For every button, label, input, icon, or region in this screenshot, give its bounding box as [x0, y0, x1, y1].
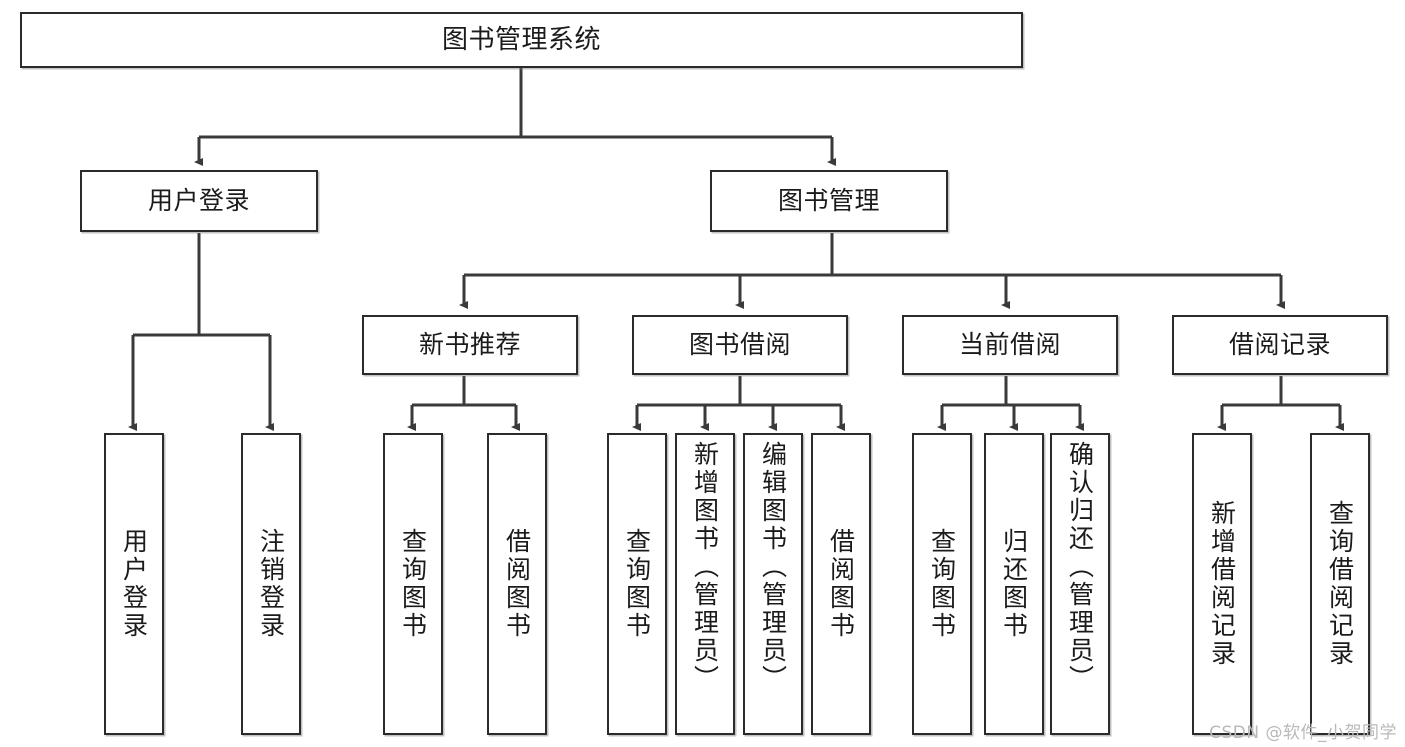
- leaf-add-record[interactable]: 新增借阅记录: [1192, 433, 1252, 735]
- node-new-book-recommend[interactable]: 新书推荐: [362, 315, 578, 375]
- node-label: 图书管理系统: [441, 24, 601, 55]
- node-label: 当前借阅: [958, 330, 1061, 360]
- watermark-text: CSDN @软件_小贺同学: [1209, 723, 1397, 743]
- node-book-borrow[interactable]: 图书借阅: [632, 315, 848, 375]
- node-label: 借阅图书: [502, 528, 532, 640]
- leaf-add-book[interactable]: 新增图书（管理员）: [675, 433, 735, 735]
- node-label: 用户登录: [147, 186, 250, 216]
- node-book-management[interactable]: 图书管理: [710, 170, 948, 232]
- node-label: 归还图书: [999, 528, 1029, 640]
- node-label: 图书借阅: [688, 330, 791, 360]
- node-borrow-record[interactable]: 借阅记录: [1172, 315, 1388, 375]
- node-label: 注销登录: [256, 528, 286, 640]
- leaf-query-record[interactable]: 查询借阅记录: [1310, 433, 1370, 735]
- node-label: 借阅记录: [1228, 330, 1331, 360]
- leaf-edit-book[interactable]: 编辑图书（管理员）: [743, 433, 803, 735]
- node-label: 用户登录: [119, 528, 149, 640]
- node-current-borrow[interactable]: 当前借阅: [902, 315, 1118, 375]
- node-label: 新增借阅记录: [1207, 500, 1237, 668]
- node-label: 确认归还（管理员）: [1065, 441, 1095, 693]
- leaf-confirm-return[interactable]: 确认归还（管理员）: [1050, 433, 1110, 735]
- leaf-query-book-3[interactable]: 查询图书: [912, 433, 972, 735]
- node-user-login[interactable]: 用户登录: [80, 170, 318, 232]
- leaf-logout[interactable]: 注销登录: [241, 433, 301, 735]
- node-label: 查询图书: [927, 528, 957, 640]
- node-label: 查询借阅记录: [1325, 500, 1355, 668]
- node-label: 查询图书: [398, 528, 428, 640]
- node-label: 新书推荐: [418, 330, 521, 360]
- node-label: 查询图书: [622, 528, 652, 640]
- node-label: 图书管理: [777, 186, 880, 216]
- node-label: 新增图书（管理员）: [690, 441, 720, 693]
- leaf-borrow-book-1[interactable]: 借阅图书: [487, 433, 547, 735]
- node-root-system[interactable]: 图书管理系统: [20, 12, 1023, 68]
- leaf-return-book[interactable]: 归还图书: [984, 433, 1044, 735]
- node-label: 编辑图书（管理员）: [758, 441, 788, 693]
- leaf-query-book-1[interactable]: 查询图书: [383, 433, 443, 735]
- node-label: 借阅图书: [826, 528, 856, 640]
- leaf-query-book-2[interactable]: 查询图书: [607, 433, 667, 735]
- leaf-user-login[interactable]: 用户登录: [104, 433, 164, 735]
- leaf-borrow-book-2[interactable]: 借阅图书: [811, 433, 871, 735]
